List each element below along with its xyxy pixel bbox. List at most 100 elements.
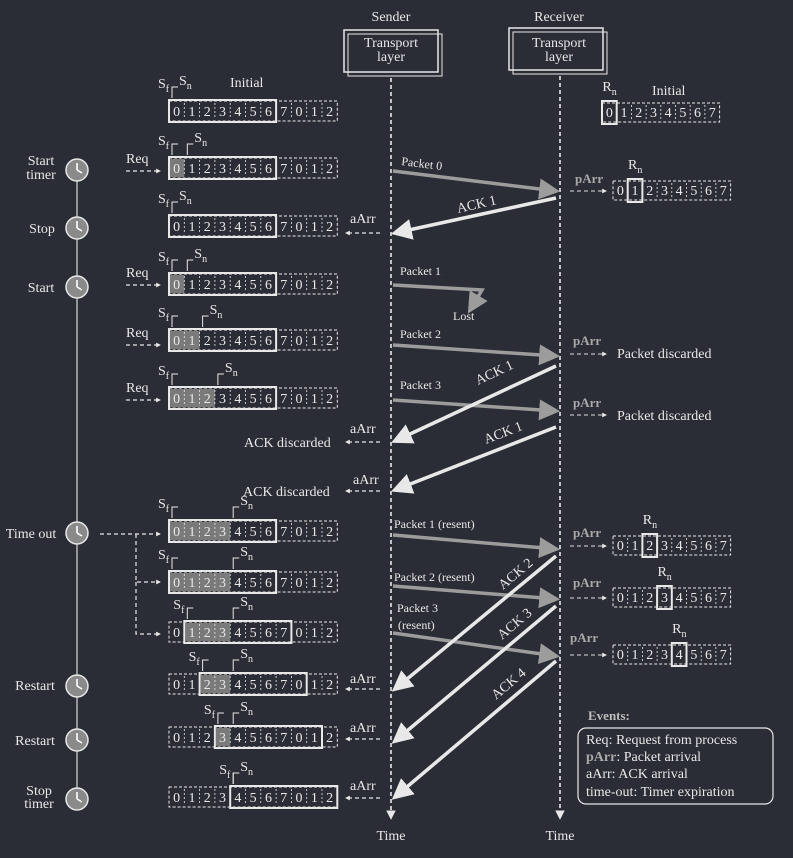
receiver-box-line-2: layer	[545, 50, 573, 65]
sn-label: Sn	[179, 74, 192, 92]
legend-item: aArr: ACK arrival	[586, 767, 688, 782]
seq-cell: 6	[265, 678, 272, 693]
ack-discarded-label: ACK discarded	[244, 436, 331, 451]
sn-label: Sn	[240, 494, 253, 512]
ack-arrows	[390, 196, 558, 800]
seq-cell: 2	[204, 334, 211, 349]
seq-cell: 4	[234, 105, 241, 120]
parr-label: pArr	[575, 171, 603, 186]
req-arrows: Req Req Req Req	[126, 152, 161, 403]
seq-cell: 1	[311, 731, 318, 746]
parr-arrows: pArr pArr Packet discarded pArr Packet d…	[570, 171, 711, 658]
packet-label: (resent)	[398, 618, 435, 632]
seq-cell: 3	[219, 731, 226, 746]
sn-label: Sn	[179, 189, 192, 207]
seq-cell: 2	[204, 576, 211, 591]
packet-discarded-label: Packet discarded	[617, 409, 711, 424]
seq-cell: 0	[173, 791, 180, 806]
seq-cell: 0	[296, 392, 303, 407]
recv-cell: 3	[661, 591, 668, 606]
parr-label: pArr	[573, 575, 601, 590]
recv-cell: 3	[661, 184, 668, 199]
seq-cell: 2	[204, 162, 211, 177]
sender-box-line-1: Transport	[364, 36, 418, 51]
sf-label: Sf	[204, 703, 216, 721]
seq-cell: 6	[265, 278, 272, 293]
seq-cell: 4	[234, 576, 241, 591]
aarr-label: aArr	[350, 212, 376, 227]
timeout-fan	[100, 531, 161, 637]
seq-cell: 1	[188, 576, 195, 591]
recv-cell: 2	[646, 591, 653, 606]
recv-cell: 5	[679, 106, 686, 121]
seq-cell: 1	[188, 791, 195, 806]
recv-cell: 0	[617, 591, 624, 606]
seq-cell: 0	[296, 678, 303, 693]
seq-cell: 0	[296, 731, 303, 746]
seq-cell: 0	[173, 278, 180, 293]
seq-cell: 4	[234, 626, 241, 641]
seq-cell: 0	[296, 791, 303, 806]
rn-label: Rn	[672, 622, 686, 640]
sf-label: Sf	[158, 134, 170, 152]
recv-cell: 2	[646, 184, 653, 199]
sf-label: Sf	[158, 192, 170, 210]
timer-clock-icon	[65, 521, 89, 545]
recv-cell: 3	[650, 106, 657, 121]
outstanding-region	[170, 331, 200, 349]
seq-cell: 1	[188, 626, 195, 641]
seq-cell: 1	[311, 278, 318, 293]
seq-cell: 2	[326, 162, 333, 177]
seq-cell: 6	[265, 791, 272, 806]
timer-labels: Start timer Stop Start Time out Restart …	[6, 154, 57, 812]
seq-cell: 0	[173, 162, 180, 177]
seq-cell: 7	[280, 731, 287, 746]
timer-label-start-again: Start	[28, 281, 55, 296]
seq-cell: 1	[311, 678, 318, 693]
aarr-arrows: aArr aArr ACK discarded aArr ACK discard…	[243, 212, 380, 801]
seq-cell: 3	[219, 576, 226, 591]
outstanding-region	[170, 389, 215, 407]
seq-cell: 7	[280, 278, 287, 293]
packet-2-resent-arrow	[392, 584, 561, 609]
sn-label: Sn	[240, 595, 253, 613]
sf-label: Sf	[158, 306, 170, 324]
recv-cell: 6	[705, 591, 712, 606]
seq-cell: 0	[296, 334, 303, 349]
outstanding-region	[200, 675, 231, 693]
seq-cell: 2	[204, 678, 211, 693]
recv-cell: 7	[709, 106, 716, 121]
seq-cell: 6	[265, 576, 272, 591]
seq-cell: 7	[280, 105, 287, 120]
legend-title: Events:	[588, 708, 630, 723]
recv-cell: 2	[646, 648, 653, 663]
req-label: Req	[126, 152, 149, 167]
seq-cell: 7	[280, 525, 287, 540]
seq-cell: 5	[250, 525, 257, 540]
seq-cell: 5	[250, 334, 257, 349]
seq-cell: 0	[173, 731, 180, 746]
packet-1-lost-arrow	[392, 283, 488, 314]
sender-box-line-2: layer	[377, 50, 405, 65]
recv-cell: 0	[617, 539, 624, 554]
ack-3-arrow	[391, 604, 558, 744]
timer-label-restart-1: Restart	[15, 679, 55, 694]
seq-cell: 2	[326, 334, 333, 349]
seq-cell: 7	[280, 678, 287, 693]
seq-cell: 2	[204, 791, 211, 806]
timer-label-stop-timer: Stop	[26, 784, 52, 799]
seq-cell: 1	[188, 678, 195, 693]
recv-cell: 0	[606, 106, 613, 121]
timer-clock-icon	[65, 158, 89, 182]
parr-label: pArr	[570, 630, 598, 645]
seq-cell: 1	[188, 334, 195, 349]
timer-label-timeout: Time out	[6, 527, 57, 542]
seq-cell: 1	[311, 392, 318, 407]
aarr-label: aArr	[350, 721, 376, 736]
seq-cell: 4	[234, 162, 241, 177]
seq-cell: 2	[326, 731, 333, 746]
